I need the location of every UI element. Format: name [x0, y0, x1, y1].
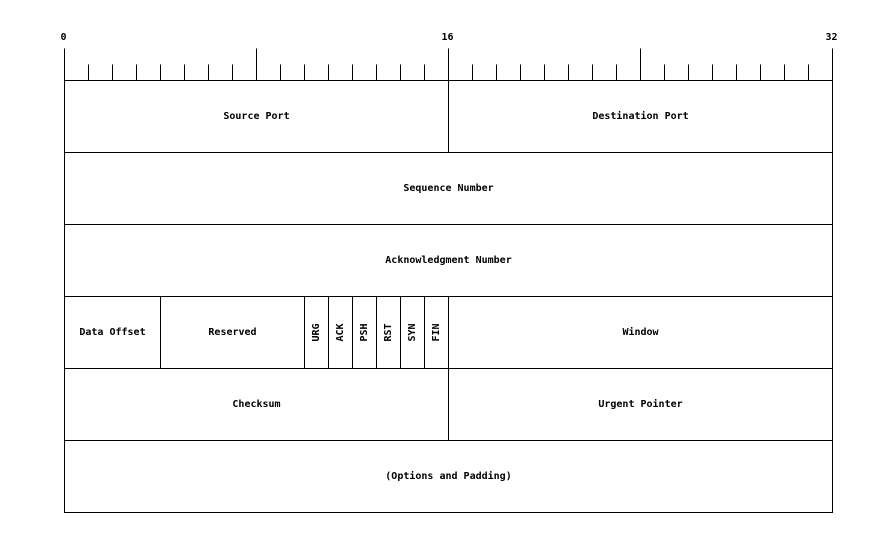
field-label-checksum: Checksum [232, 399, 280, 410]
field-label-acknowledgment-number: Acknowledgment Number [385, 255, 511, 266]
field-label-source-port: Source Port [223, 111, 289, 122]
field-label-data-offset: Data Offset [79, 327, 145, 338]
header-row: (Options and Padding) [64, 440, 833, 513]
field-label-psh: PSH [359, 323, 370, 341]
ruler-ticks [64, 48, 833, 81]
ruler-label-start: 0 [60, 32, 66, 43]
field-box-options-and-padding [64, 440, 833, 513]
header-row: Sequence Number [64, 152, 833, 225]
bit-ruler: 0 16 32 [60, 32, 838, 81]
ruler-label-end: 32 [825, 32, 837, 43]
field-label-sequence-number: Sequence Number [403, 183, 493, 194]
field-label-ack: ACK [335, 323, 346, 341]
field-label-reserved: Reserved [208, 327, 256, 338]
header-row: Data Offset Reserved URG ACK PSH RST SYN FIN Win… [64, 296, 833, 369]
field-label-options-and-padding: (Options and Padding) [385, 470, 511, 482]
field-label-fin: FIN [431, 323, 442, 341]
header-row: Acknowledgment Number [64, 224, 833, 297]
field-label-syn: SYN [407, 323, 418, 341]
header-row: Checksum Urgent Pointer [64, 368, 833, 441]
field-label-urgent-pointer: Urgent Pointer [598, 398, 682, 410]
field-label-rst: RST [383, 323, 394, 341]
field-label-urg: URG [311, 323, 322, 341]
field-label-window: Window [622, 326, 659, 338]
field-label-destination-port: Destination Port [592, 110, 688, 122]
ruler-label-mid: 16 [441, 32, 453, 43]
header-row: Source Port Destination Port [64, 80, 833, 153]
